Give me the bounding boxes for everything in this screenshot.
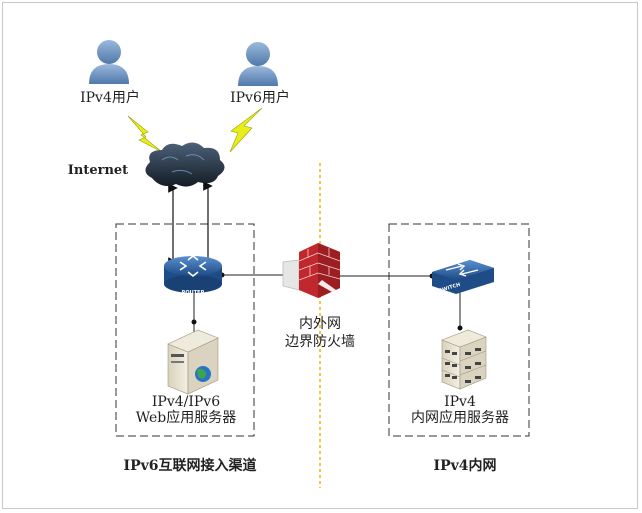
diagram-frame — [2, 2, 638, 509]
zone-right-title: IPv4内网 — [433, 458, 497, 474]
link-internet-router — [168, 181, 213, 267]
switch-icon — [432, 260, 494, 294]
internet-cloud-icon — [145, 142, 225, 187]
firewall-icon — [282, 243, 341, 298]
ipv4-user-label: IPv4用户 — [80, 90, 140, 106]
lightning-icon — [127, 115, 163, 153]
firewall-label-line1: 内外网 — [299, 316, 341, 332]
firewall-label-line2: 边界防火墙 — [285, 334, 355, 350]
lightning-icon — [229, 107, 263, 153]
web-server-icon — [167, 329, 219, 395]
ipv6-user-label: IPv6用户 — [230, 90, 290, 106]
web-server-label-line1: IPv4/IPv6 — [151, 394, 221, 410]
router-tag: ROUTER — [182, 290, 205, 296]
intranet-server-icon — [441, 329, 487, 390]
zone-box-left — [115, 223, 255, 437]
intranet-server-label-line1: IPv4 — [444, 394, 476, 410]
zone-left-title: IPv6互联网接入渠道 — [123, 458, 257, 474]
internet-label: Internet — [67, 163, 129, 178]
router-icon — [164, 254, 222, 293]
zone-box-right — [388, 223, 530, 437]
user-icon — [238, 42, 278, 86]
user-icon — [89, 40, 129, 84]
intranet-server-label-line2: 内网应用服务器 — [411, 410, 509, 426]
web-server-label-line2: Web应用服务器 — [135, 410, 237, 426]
